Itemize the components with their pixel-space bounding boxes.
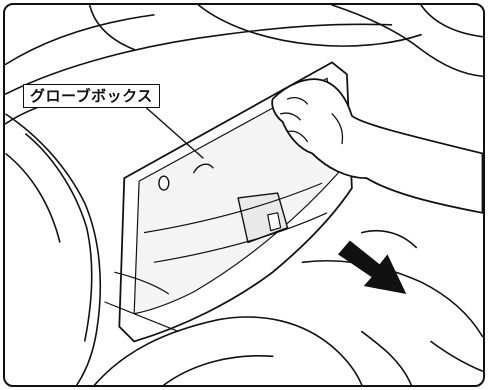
dashboard-contours xyxy=(5,5,483,125)
glove-box-tray-lines xyxy=(104,182,328,333)
hand-illustration xyxy=(271,78,483,214)
dashboard-side-panel xyxy=(5,113,102,385)
illustration-frame: グローブボックス xyxy=(3,3,485,387)
glove-box-illustration xyxy=(5,5,483,385)
glove-box-callout-label: グローブボックス xyxy=(23,84,160,108)
floor-contours xyxy=(93,229,483,385)
callout-leader-line xyxy=(141,103,204,159)
pull-direction-arrow xyxy=(338,240,407,294)
